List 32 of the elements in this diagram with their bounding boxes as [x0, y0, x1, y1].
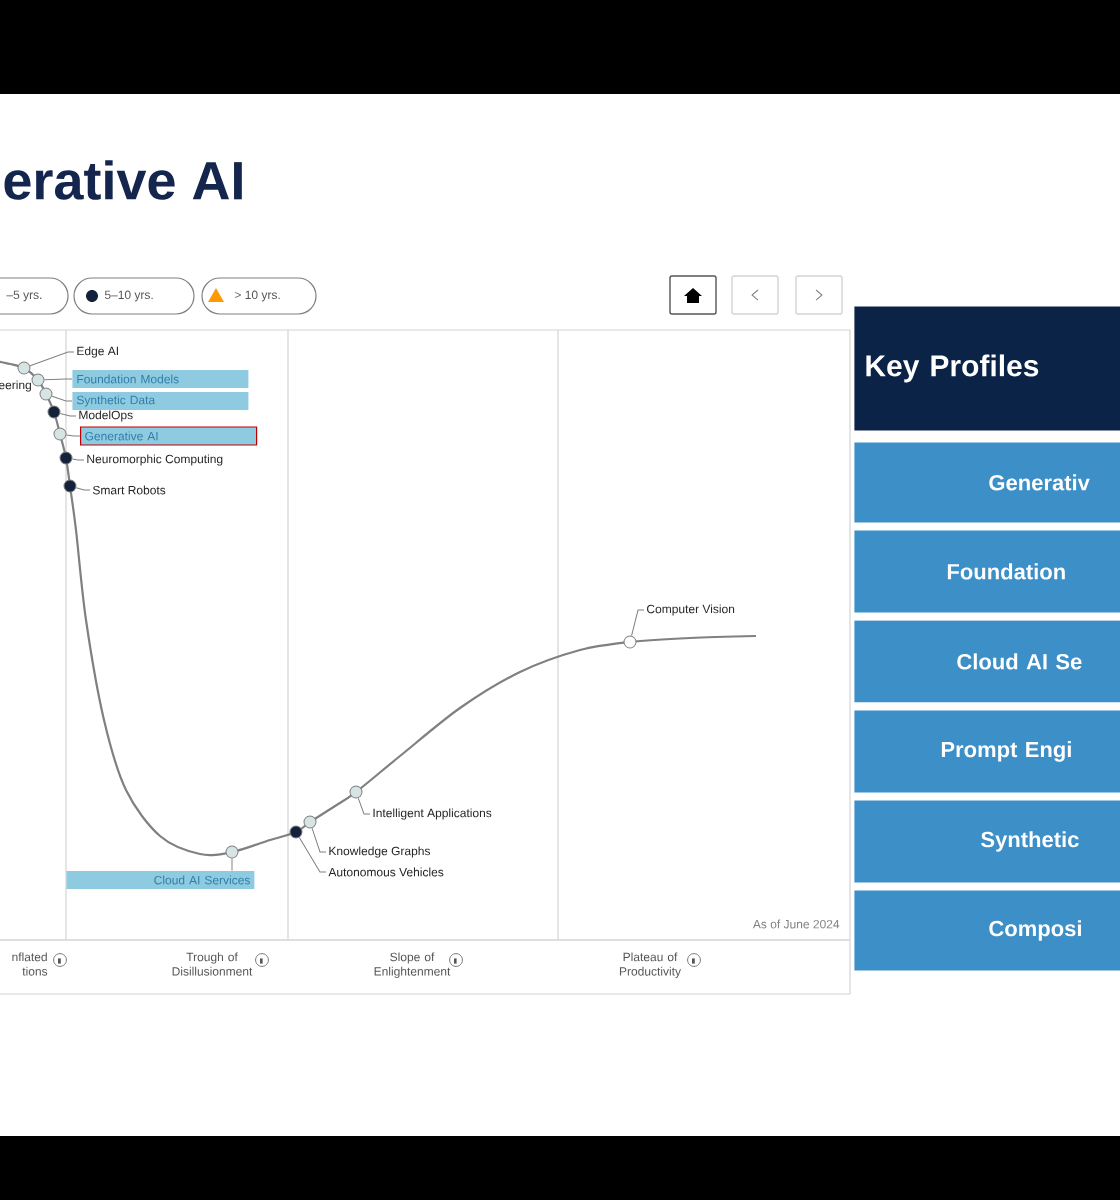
leader-line	[44, 378, 73, 381]
curve-point	[59, 451, 73, 465]
leader-line	[298, 837, 327, 873]
curve-point	[53, 427, 67, 441]
leader-line	[231, 858, 233, 872]
title: erative AI	[4, 160, 242, 200]
profile-box: Cloud AI Se	[854, 620, 1120, 703]
leader-line	[51, 395, 73, 402]
curve-point	[17, 361, 31, 375]
profile-box: Composi	[854, 890, 1120, 971]
curve-point	[31, 373, 45, 387]
leader-line	[75, 487, 91, 491]
curve-point	[225, 845, 239, 859]
profile-box: Prompt Engi	[854, 710, 1120, 793]
curve-point	[349, 785, 363, 799]
profile-box: Generativ	[854, 442, 1120, 523]
leader-line	[29, 351, 75, 367]
leader-line	[311, 827, 327, 853]
header-box: Key Profiles	[854, 306, 1120, 431]
curve-point	[623, 635, 637, 649]
curve-point	[289, 825, 303, 839]
leader-line	[631, 609, 645, 637]
leader-line	[59, 413, 77, 417]
leader-line	[357, 797, 371, 815]
curve-point	[303, 815, 317, 829]
curve-point	[39, 387, 53, 401]
curve-point	[63, 479, 77, 493]
leader-line	[65, 434, 81, 437]
leader-line	[71, 458, 85, 461]
profile-box: Synthetic	[854, 800, 1120, 883]
profile-box: Foundation	[854, 530, 1120, 613]
curve-point	[47, 405, 61, 419]
